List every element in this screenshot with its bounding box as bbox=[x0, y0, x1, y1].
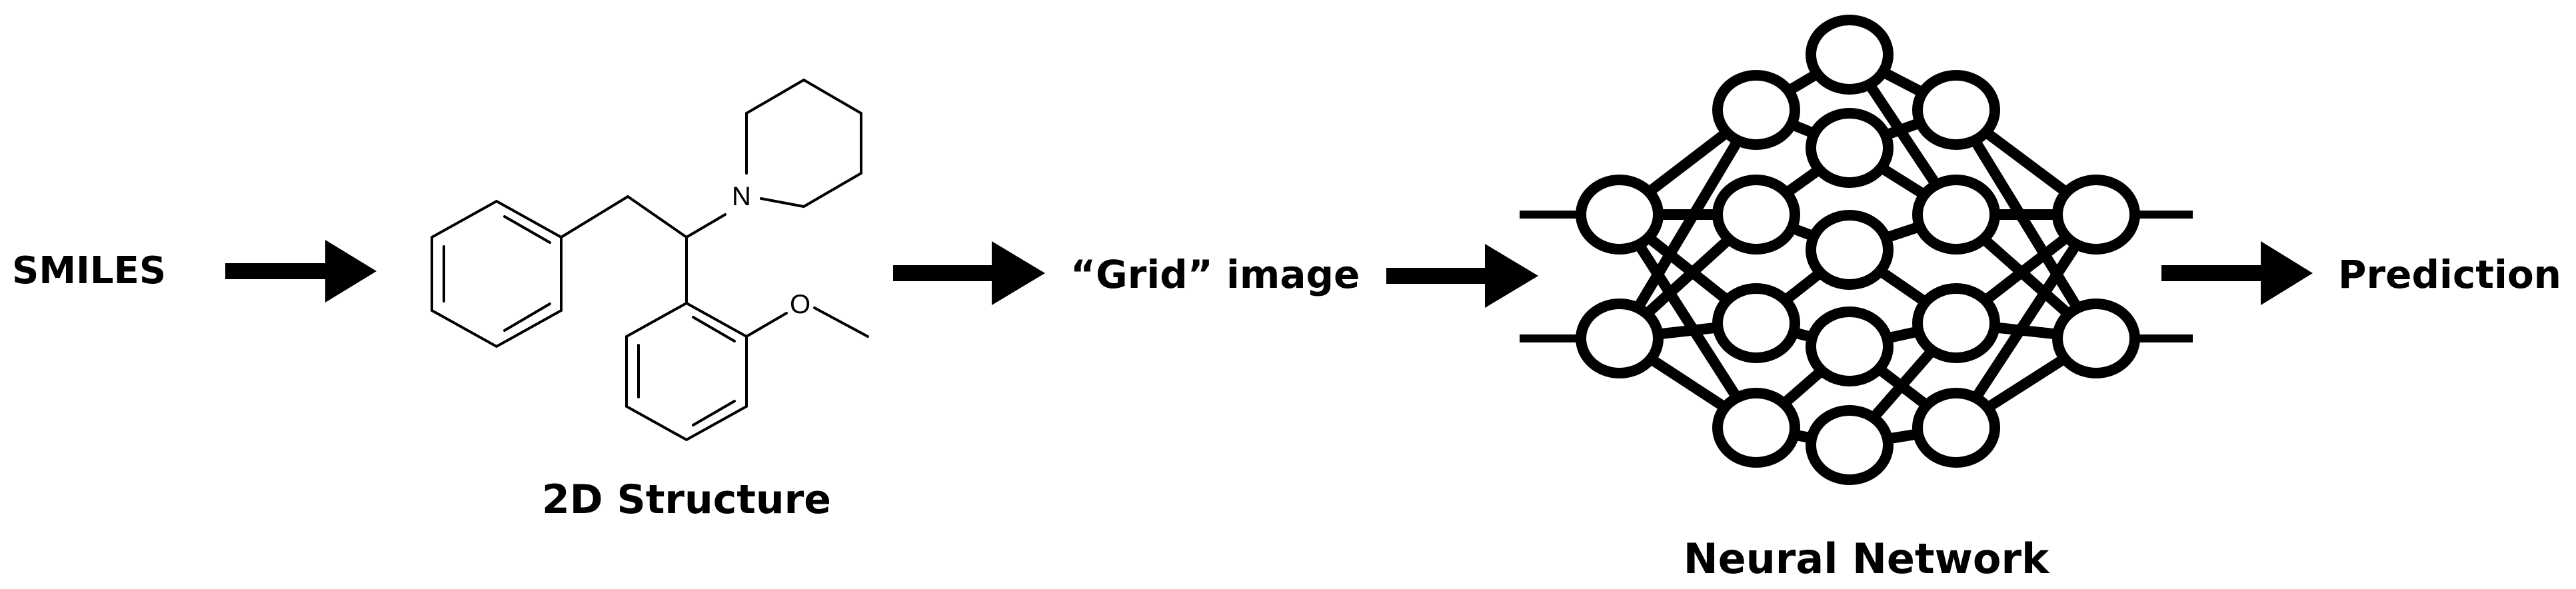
network-node-layer-4 bbox=[1912, 388, 2000, 468]
network-node-layer-2 bbox=[1712, 175, 1800, 255]
arrow-network-to-prediction bbox=[2161, 241, 2313, 305]
network-connection bbox=[1951, 209, 2101, 433]
smiles-label: SMILES bbox=[12, 249, 166, 293]
oxygen-atom-label: O bbox=[790, 290, 810, 319]
network-node-layer-3 bbox=[1806, 15, 1894, 95]
network-node-layer-5 bbox=[2052, 298, 2140, 378]
network-caption: Neural Network bbox=[1684, 534, 2050, 583]
network-node-layer-1 bbox=[1576, 175, 1664, 255]
network-node-layer-1 bbox=[1576, 298, 1664, 378]
network-node-layer-4 bbox=[1912, 175, 2000, 255]
molecule-2d-structure: N O bbox=[431, 79, 869, 442]
network-nodes bbox=[1576, 15, 2140, 485]
prediction-label: Prediction bbox=[2338, 252, 2561, 297]
grid-image-label: “Grid” image bbox=[1070, 252, 1360, 297]
network-node-layer-4 bbox=[1912, 70, 2000, 150]
network-node-layer-2 bbox=[1712, 70, 1800, 150]
network-connection bbox=[1614, 209, 1762, 433]
arrow-structure-to-grid bbox=[893, 241, 1045, 305]
network-node-layer-2 bbox=[1712, 283, 1800, 363]
network-node-layer-3 bbox=[1806, 306, 1894, 386]
network-connection bbox=[1614, 105, 1762, 344]
arrow-smiles-to-structure bbox=[225, 240, 377, 302]
network-node-layer-3 bbox=[1806, 210, 1894, 290]
network-node-layer-4 bbox=[1912, 283, 2000, 363]
network-node-layer-3 bbox=[1806, 108, 1894, 188]
structure-caption: 2D Structure bbox=[542, 476, 831, 523]
neural-network bbox=[1520, 15, 2193, 485]
network-node-layer-5 bbox=[2052, 175, 2140, 255]
arrow-grid-to-network bbox=[1386, 244, 1538, 308]
network-node-layer-3 bbox=[1806, 405, 1894, 485]
network-node-layer-2 bbox=[1712, 388, 1800, 468]
network-connection bbox=[1951, 105, 2101, 344]
nitrogen-atom-label: N bbox=[732, 182, 751, 211]
